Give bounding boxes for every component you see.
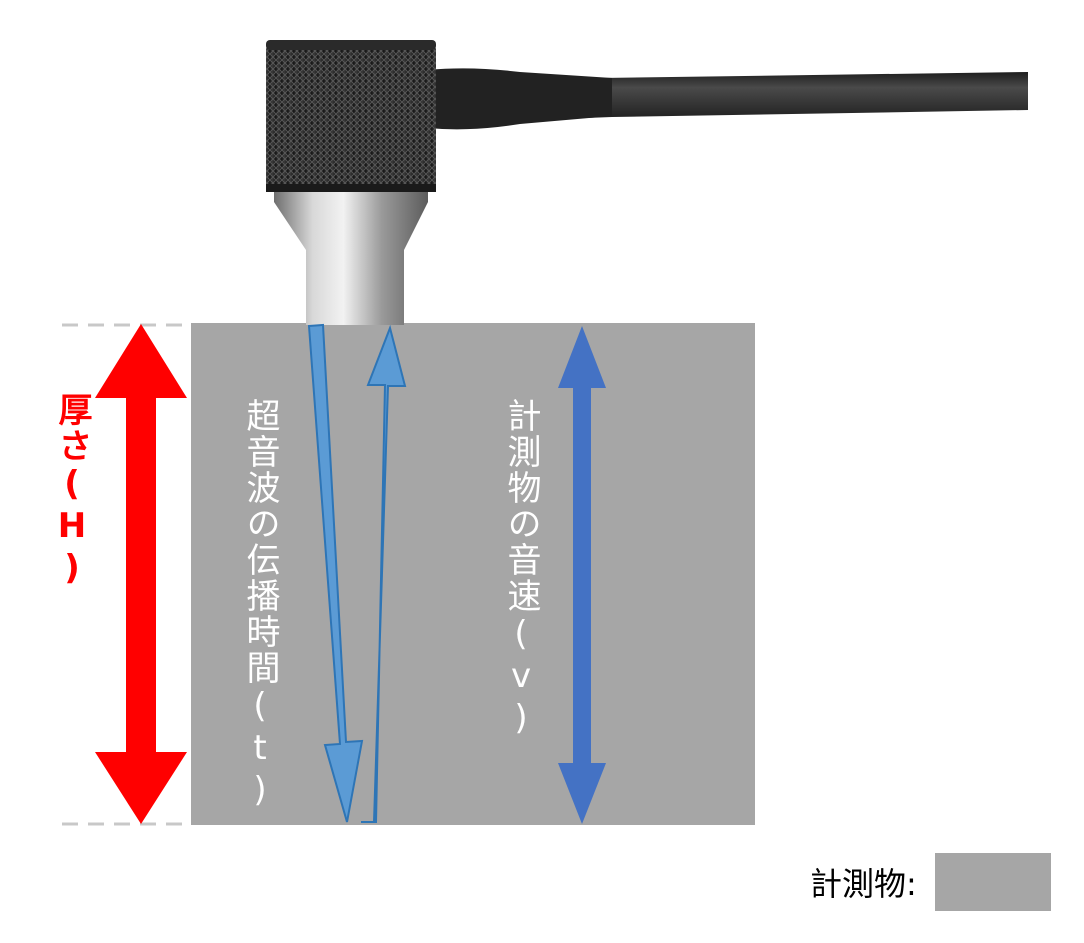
ultrasonic-probe-icon (266, 40, 1028, 325)
reflected-wave-arrow (361, 324, 407, 823)
legend-label: 計測物: (810, 865, 917, 903)
thickness-label: 厚さ(H) (52, 392, 92, 590)
transmitted-wave-arrow (307, 323, 364, 823)
sound-velocity-arrow (558, 326, 606, 824)
sound-velocity-label: 計測物の音速(v) (501, 398, 541, 740)
legend: 計測物: (810, 852, 1051, 912)
material-block (191, 323, 755, 825)
thickness-arrow (95, 324, 187, 824)
legend-swatch (934, 853, 1051, 911)
propagation-time-label: 超音波の伝播時間(t) (240, 398, 280, 812)
